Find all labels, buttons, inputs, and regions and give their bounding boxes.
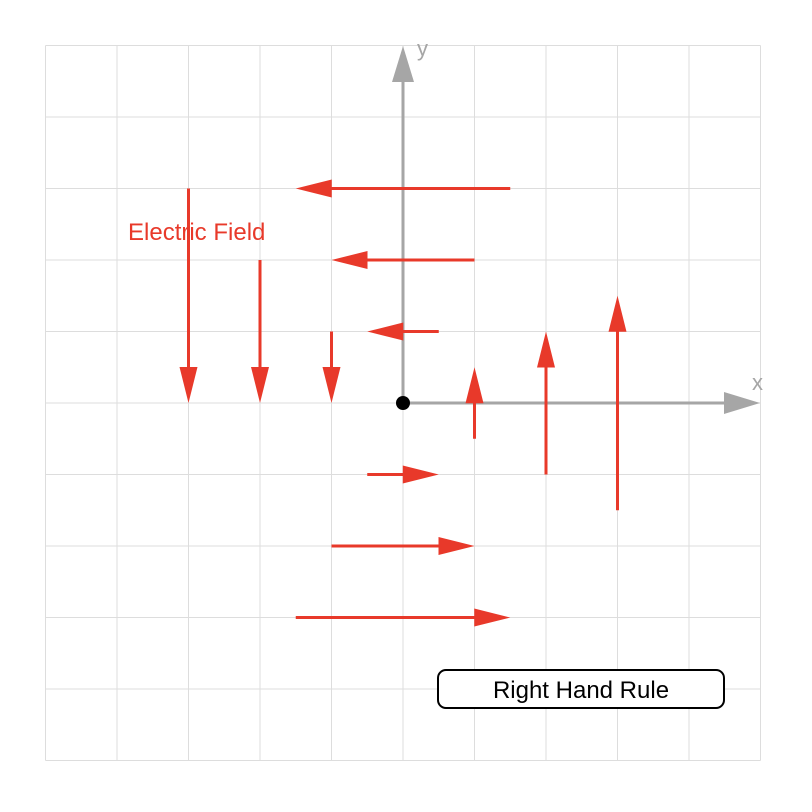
field-vector-arrowhead <box>474 608 511 627</box>
field-vector-arrowhead <box>608 295 627 332</box>
field-vector-arrowhead <box>179 367 198 403</box>
field-vector <box>465 367 484 439</box>
y-axis-arrowhead <box>392 46 414 82</box>
field-vector <box>367 322 439 341</box>
field-vector <box>367 465 439 484</box>
right-hand-rule-button[interactable]: Right Hand Rule <box>437 669 725 709</box>
electric-field-label: Electric Field <box>128 219 265 246</box>
origin-point <box>396 396 410 410</box>
x-axis-label: x <box>752 370 763 395</box>
field-vectors <box>179 179 627 627</box>
field-vector <box>608 295 627 511</box>
field-vector <box>331 537 475 555</box>
field-vector-arrowhead <box>537 331 555 368</box>
field-vector-arrowhead <box>465 367 484 404</box>
field-vector <box>295 608 511 627</box>
field-vector <box>537 331 555 475</box>
right-hand-rule-button-label[interactable]: Right Hand Rule <box>493 677 669 704</box>
field-vector <box>322 331 341 403</box>
field-vector-arrowhead <box>367 322 404 341</box>
field-vector <box>295 179 511 198</box>
right-hand-rule-button-frame[interactable] <box>437 669 725 709</box>
field-vector-arrowhead <box>251 367 269 403</box>
field-vector-arrowhead <box>322 367 341 403</box>
axes: x y <box>392 36 763 414</box>
field-vector-arrowhead <box>402 465 439 484</box>
field-vector-arrowhead <box>295 179 332 198</box>
y-axis-label: y <box>417 36 428 61</box>
field-vector <box>331 251 475 269</box>
field-vector-arrowhead <box>438 537 475 555</box>
x-axis-arrowhead <box>724 392 760 414</box>
field-vector <box>251 260 269 403</box>
field-vector-arrowhead <box>331 251 368 269</box>
field-vector <box>179 188 198 403</box>
